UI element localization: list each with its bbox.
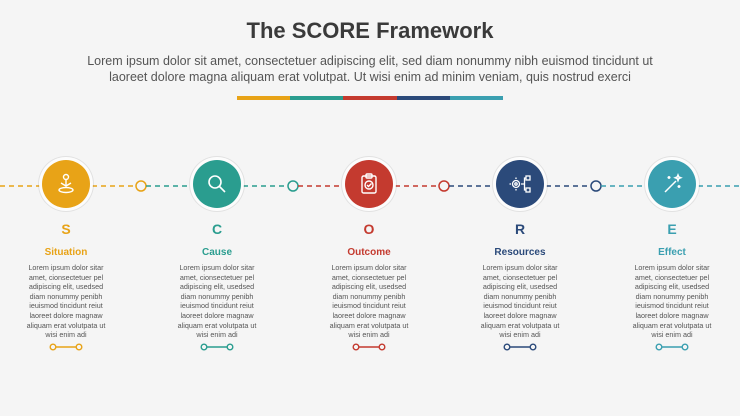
subtitle-line-2: laoreet dolore magna aliquam erat volutp… <box>109 70 631 84</box>
step-outcome: O Outcome Lorem ipsum dolor sitar amet, … <box>314 160 424 340</box>
step-circle-cause <box>193 160 241 208</box>
step-letter-outcome: O <box>363 221 375 237</box>
step-letter-situation: S <box>61 221 71 237</box>
step-effect: E Effect Lorem ipsum dolor sitar amet, c… <box>617 160 727 340</box>
step-text-situation: Lorem ipsum dolor sitar amet, cionsectet… <box>26 263 106 340</box>
step-label-effect: Effect <box>658 247 686 258</box>
subtitle-line-1: Lorem ipsum dolor sit amet, consectetuer… <box>87 54 653 68</box>
connector-resources <box>503 343 537 351</box>
step-text-outcome: Lorem ipsum dolor sitar amet, cionsectet… <box>329 263 409 340</box>
timeline-node-4 <box>590 180 602 192</box>
color-bar-segment-situation <box>237 96 291 100</box>
color-bar-segment-outcome <box>343 96 397 100</box>
timeline-node-3 <box>438 180 450 192</box>
color-bar-segment-effect <box>449 96 504 100</box>
title-color-bar <box>237 96 504 100</box>
clipboard-check-icon <box>361 173 377 194</box>
timeline-node-1 <box>135 180 147 192</box>
step-letter-resources: R <box>514 221 526 237</box>
step-text-effect: Lorem ipsum dolor sitar amet, cionsectet… <box>632 263 712 340</box>
step-text-resources: Lorem ipsum dolor sitar amet, cionsectet… <box>480 263 560 340</box>
step-circle-resources <box>496 160 544 208</box>
magnifier-icon <box>208 175 226 193</box>
page-title: The SCORE Framework <box>246 18 494 43</box>
step-cause: C Cause Lorem ipsum dolor sitar amet, ci… <box>162 160 272 340</box>
color-bar-segment-cause <box>290 96 344 100</box>
person-meditation-icon <box>58 173 74 194</box>
step-resources: R Resources Lorem ipsum dolor sitar amet… <box>465 160 575 340</box>
step-circle-outcome <box>345 160 393 208</box>
timeline-node-2 <box>287 180 299 192</box>
step-letter-cause: C <box>211 221 223 237</box>
step-circle-situation <box>42 160 90 208</box>
step-circle-effect <box>648 160 696 208</box>
connector-situation <box>49 343 83 351</box>
gear-network-icon <box>509 175 531 193</box>
connector-effect <box>655 343 689 351</box>
magic-wand-icon <box>664 172 683 193</box>
step-text-cause: Lorem ipsum dolor sitar amet, cionsectet… <box>177 263 257 340</box>
step-label-cause: Cause <box>201 247 232 258</box>
connector-outcome <box>352 343 386 351</box>
page-subtitle: Lorem ipsum dolor sit amet, consectetuer… <box>40 53 700 85</box>
step-situation: S Situation Lorem ipsum dolor sitar amet… <box>11 160 121 340</box>
step-label-resources: Resources <box>494 247 546 258</box>
step-label-outcome: Outcome <box>347 247 391 258</box>
connector-cause <box>200 343 234 351</box>
step-label-situation: Situation <box>44 247 88 258</box>
step-letter-effect: E <box>667 221 677 237</box>
color-bar-segment-resources <box>396 96 450 100</box>
